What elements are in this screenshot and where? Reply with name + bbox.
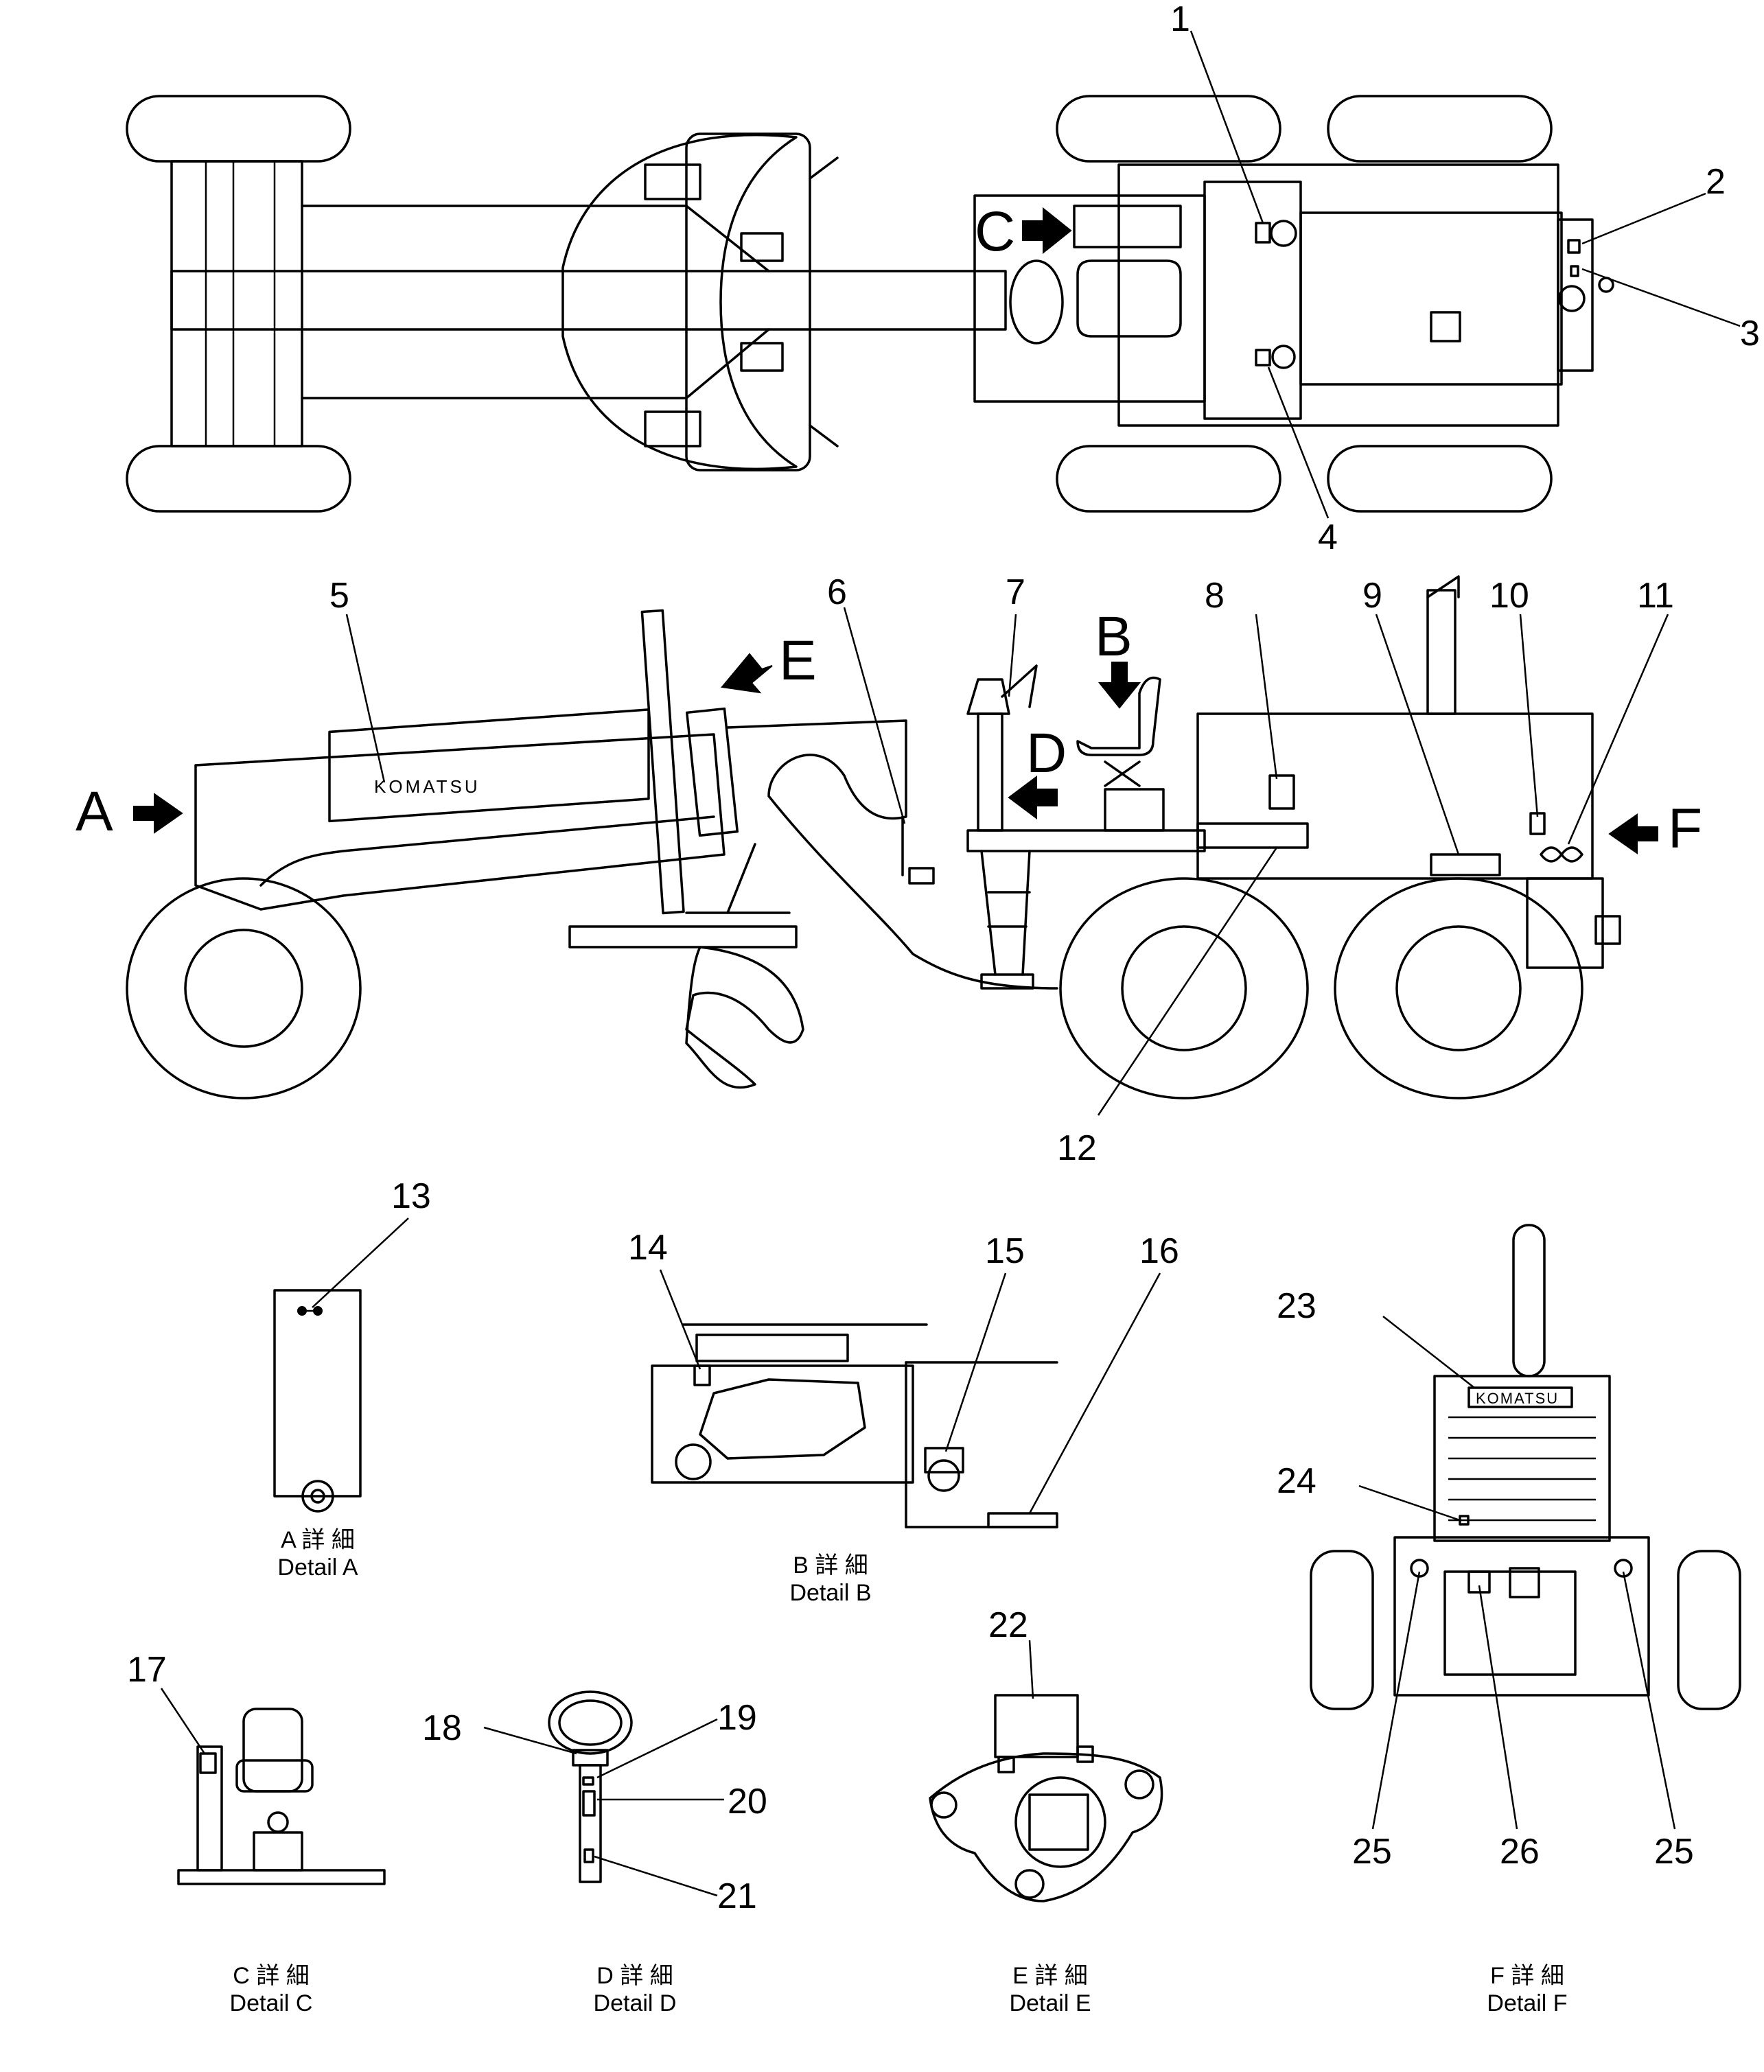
rear-wheel-2: [1327, 95, 1553, 163]
part-6-plate: [908, 867, 935, 885]
view-arrow-b-icon: [1098, 662, 1141, 709]
detail-f-caption: Detail F: [1487, 1990, 1567, 2016]
detail-d-jp-caption: D 詳 細: [596, 1963, 673, 1989]
view-arrow-e-icon: [721, 653, 773, 694]
front-frame: [194, 733, 726, 911]
front-left-wheel: [126, 95, 351, 163]
engine-hood: [1196, 712, 1594, 880]
detail-a-panel: [273, 1289, 362, 1498]
detail-a-jp-caption: A 詳 細: [281, 1527, 355, 1553]
front-wheel-side: [126, 877, 362, 1099]
detail-a: 13 A 詳 細 Detail A: [273, 1176, 431, 1581]
part-8-plate: [1268, 774, 1295, 810]
callout-4: 4: [1318, 517, 1338, 557]
brand-plate: [328, 708, 650, 823]
view-arrow-c-icon: [1022, 207, 1072, 255]
detail-e-plate: [994, 1694, 1079, 1758]
callout-9: 9: [1362, 576, 1382, 616]
brand-label: KOMATSU: [374, 776, 480, 797]
view-arrow-e-letter: E: [779, 629, 817, 692]
detail-c-base: [177, 1869, 386, 1885]
detail-c-jp-caption: C 詳 細: [233, 1963, 309, 1989]
callout-13: 13: [391, 1176, 431, 1216]
callout-14: 14: [628, 1228, 668, 1268]
detail-f: KOMATSU 23 24 25 26 25 F 詳 細 Detail F: [1277, 1224, 1741, 2016]
detail-e-caption: Detail E: [1009, 1990, 1091, 2016]
callout-5: 5: [329, 576, 349, 616]
callout-23: 23: [1277, 1286, 1316, 1326]
rear-wheel-3: [1056, 445, 1281, 513]
callout-18: 18: [422, 1708, 462, 1748]
rear-wheel-side-2: [1334, 877, 1583, 1099]
callout-3: 3: [1740, 314, 1760, 353]
detail-c-caption: Detail C: [230, 1990, 313, 2016]
view-arrow-c-letter: C: [975, 200, 1015, 263]
side-view: KOMATSU: [76, 572, 1702, 1168]
callout-12: 12: [1057, 1128, 1097, 1168]
callout-1: 1: [1170, 0, 1190, 39]
callout-7: 7: [1006, 572, 1025, 612]
top-view: C 1 2 3 4: [126, 0, 1760, 557]
steering-wheel: [548, 1690, 633, 1755]
front-axle: [170, 160, 303, 447]
front-right-wheel: [126, 445, 351, 513]
detail-a-caption: Detail A: [277, 1555, 358, 1581]
detail-e-jp-caption: E 詳 細: [1012, 1963, 1088, 1989]
rear-body: [1117, 163, 1559, 427]
detail-f-right-wheel: [1677, 1550, 1741, 1710]
callout-6: 6: [827, 572, 847, 612]
callout-16: 16: [1139, 1231, 1179, 1271]
callout-15: 15: [985, 1231, 1025, 1271]
part-9-plate: [1430, 853, 1501, 876]
detail-f-brand: KOMATSU: [1476, 1390, 1559, 1407]
view-arrow-b-letter: B: [1095, 605, 1133, 668]
callout-8: 8: [1205, 576, 1225, 616]
detail-b-caption: Detail B: [789, 1580, 871, 1606]
callout-2: 2: [1706, 162, 1726, 202]
detail-b: 14 15 16 B 詳 細 Detail B: [628, 1228, 1179, 1606]
view-arrow-a-icon: [133, 793, 183, 834]
rear-wheel-4: [1327, 445, 1553, 513]
main-frame: [170, 270, 1007, 331]
callout-20: 20: [728, 1782, 767, 1821]
callout-21: 21: [717, 1876, 757, 1916]
circle-assembly: [561, 134, 798, 470]
detail-e: 22 E 詳 細 Detail E: [929, 1605, 1163, 2016]
callout-26: 26: [1500, 1832, 1540, 1872]
view-arrow-d-letter: D: [1026, 722, 1067, 784]
steering-column: [579, 1764, 602, 1883]
rear-wheel-1: [1056, 95, 1281, 163]
steering-ring: [1009, 259, 1064, 345]
part-11-mark: [1540, 846, 1583, 863]
rear-wheel-side-1: [1059, 877, 1309, 1099]
view-arrow-f-icon: [1608, 813, 1658, 854]
detail-f-exhaust: [1512, 1224, 1546, 1377]
detail-f-jp-caption: F 詳 細: [1490, 1963, 1564, 1989]
callout-24: 24: [1277, 1461, 1316, 1501]
callout-22: 22: [988, 1605, 1028, 1645]
callout-17: 17: [127, 1650, 167, 1690]
view-arrow-f-letter: F: [1668, 798, 1702, 860]
detail-d: 18 19 20 21 D 詳 細 Detail D: [422, 1690, 767, 2016]
detail-b-jp-caption: B 詳 細: [793, 1552, 868, 1579]
callout-25-right: 25: [1654, 1832, 1694, 1872]
callout-10: 10: [1489, 576, 1529, 616]
callout-25-left: 25: [1352, 1832, 1392, 1872]
callout-11: 11: [1637, 576, 1674, 616]
view-arrow-a-letter: A: [76, 780, 113, 843]
detail-b-console: [651, 1364, 914, 1484]
detail-c: 17 C 詳 細 Detail C: [127, 1650, 386, 2016]
callout-19: 19: [717, 1698, 757, 1738]
detail-f-left-wheel: [1310, 1550, 1374, 1710]
detail-d-caption: Detail D: [594, 1990, 677, 2016]
detail-f-radiator: [1433, 1375, 1611, 1542]
view-arrow-d-icon: [1008, 776, 1058, 819]
